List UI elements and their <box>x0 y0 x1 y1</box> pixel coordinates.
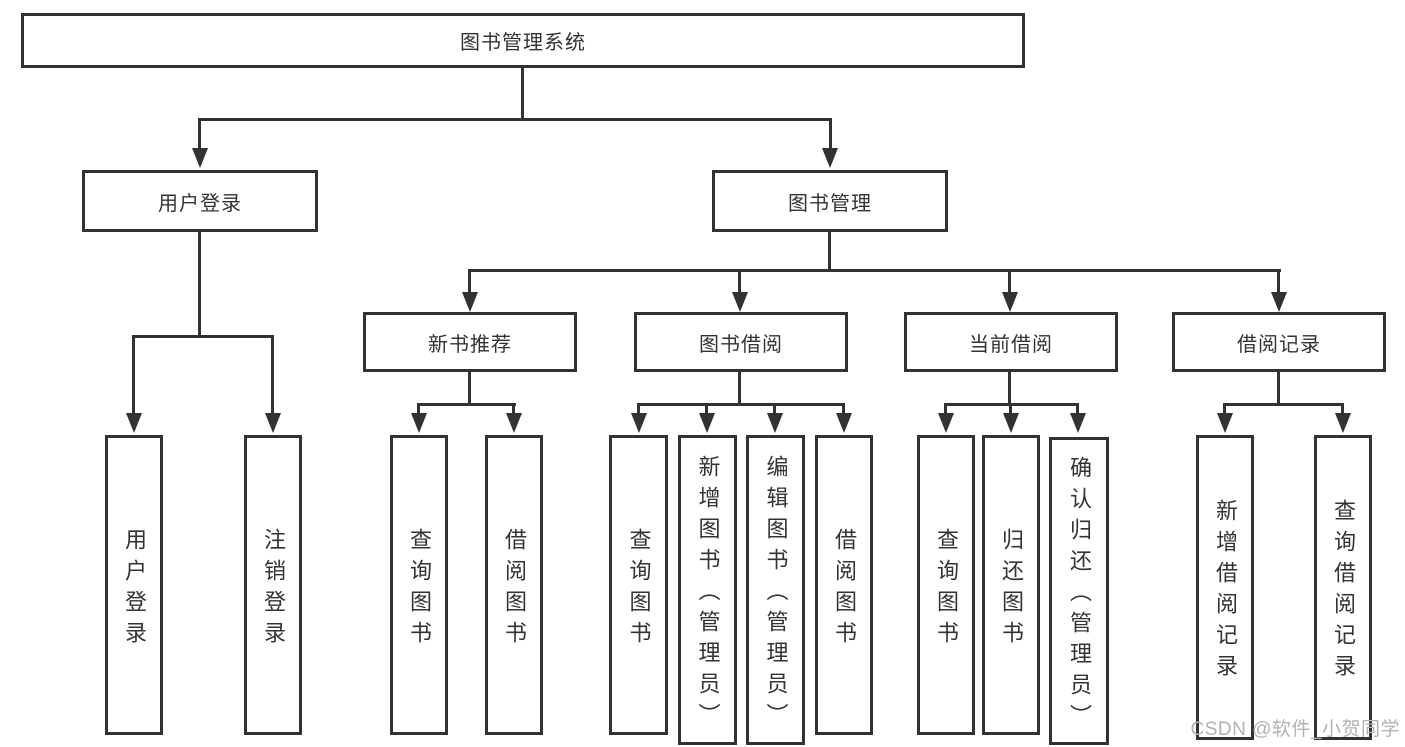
node-label: 图书借阅 <box>699 333 783 356</box>
connector-l3-stem-2 <box>738 269 741 293</box>
node-borrowing-records: 借阅记录 <box>1172 312 1386 372</box>
connector-currentborrow-stem-1 <box>944 403 947 415</box>
node-label: 新书推荐 <box>428 333 512 356</box>
node-label: 当前借阅 <box>969 333 1053 356</box>
connector-userlogin-stem-right <box>271 335 274 415</box>
arrow-down-icon <box>265 413 281 433</box>
leaf-label: 归还图书 <box>999 527 1024 652</box>
leaf-label: 查询图书 <box>407 527 432 652</box>
node-library-management-system: 图书管理系统 <box>21 13 1025 68</box>
connector-newbook-hbar <box>417 403 516 406</box>
arrow-down-icon <box>1003 413 1019 433</box>
connector-root-stem <box>521 68 524 118</box>
connector-l3-stem-4 <box>1277 269 1280 293</box>
leaf-user-login: 用户登录 <box>105 435 163 735</box>
connector-currentborrow-stem <box>1008 372 1011 405</box>
leaf-label: 确认归还（管理员） <box>1067 456 1092 735</box>
connector-bookmgmt-stem <box>828 232 831 272</box>
connector-l1-stem-left <box>198 118 201 150</box>
leaf-label: 新增图书（管理员） <box>695 455 721 734</box>
connector-bookborrow-stem-2 <box>705 403 708 415</box>
connector-borrowrecord-stem-right <box>1341 403 1344 415</box>
node-book-borrowing: 图书借阅 <box>634 312 848 372</box>
connector-borrowrecord-stem-left <box>1223 403 1226 415</box>
arrow-down-icon <box>732 292 748 312</box>
connector-userlogin-hbar <box>132 335 274 338</box>
leaf-label: 编辑图书（管理员） <box>763 455 789 734</box>
connector-currentborrow-stem-2 <box>1009 403 1012 415</box>
connector-bookborrow-stem <box>738 372 741 405</box>
arrow-down-icon <box>1070 413 1086 433</box>
connector-newbook-stem <box>468 372 471 405</box>
arrow-down-icon <box>1002 292 1018 312</box>
leaf-label: 注销登录 <box>261 527 286 652</box>
node-label: 图书管理 <box>788 192 872 215</box>
leaf-query-books-current: 查询图书 <box>917 435 975 735</box>
connector-l3-stem-3 <box>1008 269 1011 293</box>
arrow-down-icon <box>126 413 142 433</box>
arrow-down-icon <box>938 413 954 433</box>
node-current-borrowing: 当前借阅 <box>904 312 1118 372</box>
leaf-label: 借阅图书 <box>832 527 857 652</box>
node-user-login: 用户登录 <box>82 170 318 232</box>
leaf-query-books-newbook: 查询图书 <box>390 435 448 735</box>
leaf-query-books-borrow: 查询图书 <box>609 435 668 735</box>
leaf-label: 查询图书 <box>626 527 652 652</box>
arrow-down-icon <box>192 148 208 168</box>
connector-l1-hbar <box>198 118 832 121</box>
arrow-down-icon <box>1217 413 1233 433</box>
leaf-edit-books-admin: 编辑图书（管理员） <box>746 435 805 745</box>
leaf-borrow-books-borrow: 借阅图书 <box>815 435 873 735</box>
arrow-down-icon <box>506 413 522 433</box>
arrow-down-icon <box>836 413 852 433</box>
node-new-book-recommendation: 新书推荐 <box>363 312 577 372</box>
leaf-label: 用户登录 <box>122 527 147 652</box>
csdn-watermark: CSDN @软件_小贺同学 <box>1190 719 1400 740</box>
leaf-add-borrow-record: 新增借阅记录 <box>1196 435 1254 740</box>
arrow-down-icon <box>411 413 427 433</box>
node-label: 借阅记录 <box>1237 333 1321 356</box>
arrow-down-icon <box>822 148 838 168</box>
leaf-label: 查询借阅记录 <box>1331 499 1356 685</box>
connector-l3-hbar <box>468 269 1281 272</box>
connector-userlogin-stem-left <box>132 335 135 415</box>
arrow-down-icon <box>1271 292 1287 312</box>
connector-bookborrow-stem-3 <box>773 403 776 415</box>
connector-bookborrow-hbar <box>637 403 845 406</box>
node-label: 用户登录 <box>158 192 242 215</box>
connector-currentborrow-stem-3 <box>1076 403 1079 415</box>
leaf-confirm-return-admin: 确认归还（管理员） <box>1049 437 1109 745</box>
arrow-down-icon <box>462 292 478 312</box>
connector-bookborrow-stem-1 <box>637 403 640 415</box>
connector-bookborrow-stem-4 <box>842 403 845 415</box>
arrow-down-icon <box>699 413 715 433</box>
arrow-down-icon <box>631 413 647 433</box>
leaf-label: 查询图书 <box>934 527 959 652</box>
connector-userlogin-stem <box>198 232 201 337</box>
connector-l3-stem-1 <box>468 269 471 293</box>
connector-l1-stem-right <box>829 118 832 150</box>
connector-newbook-stem-left <box>417 403 420 415</box>
connector-borrowrecord-stem <box>1277 372 1280 405</box>
leaf-borrow-books-newbook: 借阅图书 <box>485 435 543 735</box>
node-label: 图书管理系统 <box>460 32 586 54</box>
connector-borrowrecord-hbar <box>1223 403 1344 406</box>
node-book-management: 图书管理 <box>712 170 948 232</box>
leaf-label: 新增借阅记录 <box>1213 499 1238 685</box>
arrow-down-icon <box>767 413 783 433</box>
leaf-logout-login: 注销登录 <box>244 435 302 735</box>
connector-newbook-stem-right <box>512 403 515 415</box>
leaf-label: 借阅图书 <box>502 527 527 652</box>
leaf-return-books: 归还图书 <box>982 435 1040 735</box>
arrow-down-icon <box>1335 413 1351 433</box>
leaf-query-borrow-record: 查询借阅记录 <box>1314 435 1372 740</box>
leaf-add-books-admin: 新增图书（管理员） <box>678 435 737 745</box>
